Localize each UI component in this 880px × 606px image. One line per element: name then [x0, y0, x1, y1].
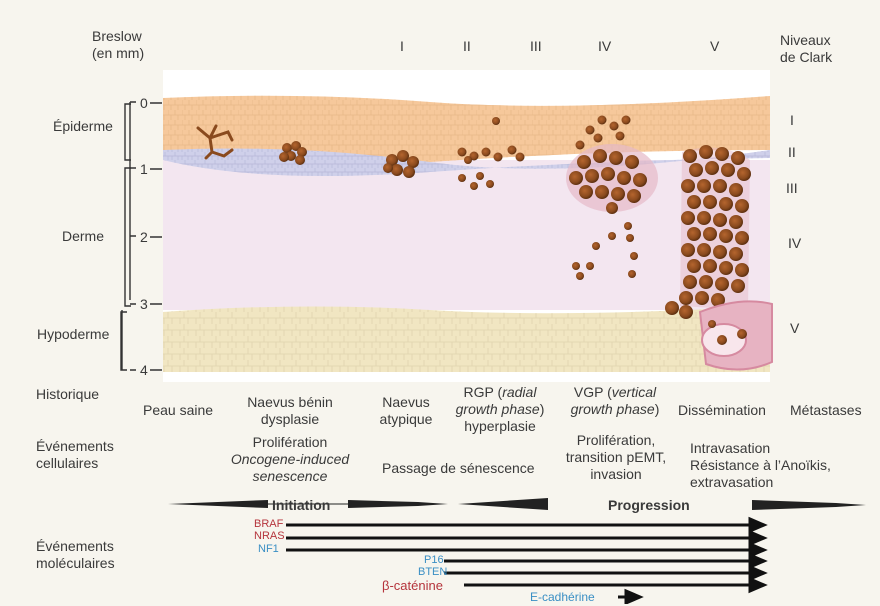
label-hypodermis: Hypoderme	[37, 326, 109, 343]
gene-nras: NRAS	[254, 530, 285, 542]
gene-braf: BRAF	[254, 518, 283, 530]
breslow-tick-2: 2	[140, 229, 148, 246]
blood-vessel	[700, 301, 772, 369]
label-dermis: Derme	[62, 228, 104, 245]
event-intravasation: Intravasation Résistance à l’Anoïkis, ex…	[690, 440, 831, 491]
stage-metastases: Métastases	[790, 402, 862, 419]
gene-p16: P16	[424, 554, 444, 566]
clark-right-4: IV	[788, 235, 801, 252]
event-prolif-emt: Prolifération, transition pEMT, invasion	[566, 432, 666, 483]
clark-right-3: III	[786, 180, 798, 197]
clark-top-5: V	[710, 38, 719, 55]
gene-beta-catenine: β-caténine	[382, 577, 443, 594]
event-passage-senescence: Passage de sénescence	[382, 460, 535, 477]
phase-progression: Progression	[608, 497, 690, 514]
stage-peau-saine: Peau saine	[143, 402, 213, 419]
clark-right-5: V	[790, 320, 799, 337]
clark-top-4: IV	[598, 38, 611, 55]
clark-right-2: II	[788, 144, 796, 161]
breslow-tick-3: 3	[140, 296, 148, 313]
gene-nf1: NF1	[258, 543, 279, 555]
phase-initiation: Initiation	[272, 497, 330, 514]
row-historique: Historique	[36, 386, 99, 403]
breslow-tick-4: 4	[140, 362, 148, 379]
clark-top-3: III	[530, 38, 542, 55]
dermis-layer	[163, 160, 770, 310]
clark-top-2: II	[463, 38, 471, 55]
breslow-title: Breslow(en mm)	[92, 28, 144, 62]
stage-vgp: VGP (vertical growth phase)	[571, 384, 660, 418]
clark-right-1: I	[790, 112, 794, 129]
clark-top-1: I	[400, 38, 404, 55]
stage-rgp: RGP (radial growth phase) hyperplasie	[456, 384, 545, 435]
breslow-tick-0: 0	[140, 95, 148, 112]
event-proliferation: Prolifération Oncogene-induced senescenc…	[231, 434, 349, 485]
stage-dissemination: Dissémination	[678, 402, 766, 419]
breslow-tick-1: 1	[140, 161, 148, 178]
molecular-arrows	[286, 519, 764, 603]
label-epidermis: Épiderme	[53, 118, 113, 135]
gene-e-cadherine: E-cadhérine	[530, 589, 595, 606]
